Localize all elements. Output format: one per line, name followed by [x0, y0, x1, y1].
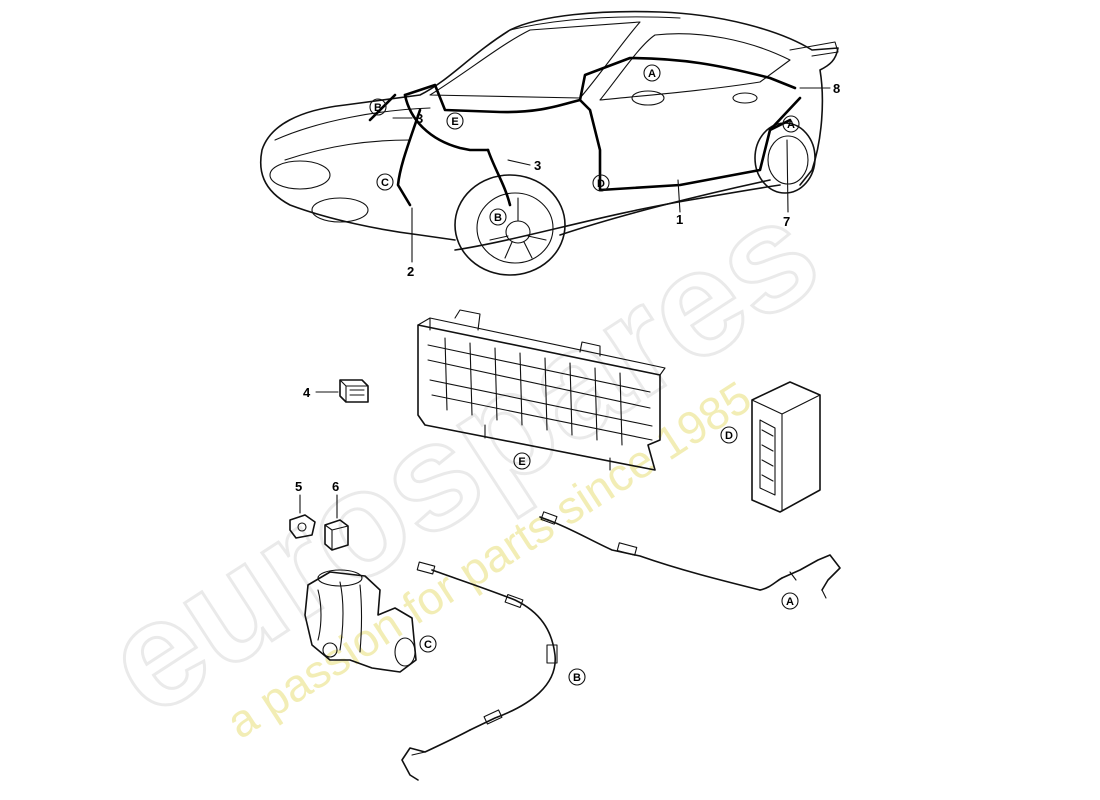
svg-text:A: A	[787, 119, 795, 131]
svg-text:E: E	[451, 116, 458, 128]
callout-circle-A-sensor: A	[781, 592, 799, 610]
callout-6: 6	[332, 479, 339, 494]
svg-text:E: E	[518, 456, 525, 468]
svg-text:C: C	[381, 177, 389, 189]
roof-line	[509, 16, 681, 31]
callout-5: 5	[295, 479, 302, 494]
callout-1: 1	[676, 212, 683, 227]
car-sill	[454, 184, 781, 251]
abs-hydraulic-unit: C	[304, 569, 437, 673]
side-window	[599, 33, 791, 101]
harness-front-wheel	[486, 148, 512, 207]
door-handle	[732, 92, 758, 104]
callout-2: 2	[407, 264, 414, 279]
callout-circle-D-unit: D	[720, 426, 738, 444]
callout-3b: 3	[534, 158, 541, 173]
callout-circle-B-sensor: B	[568, 668, 586, 686]
callout-circle-A-roof: A	[643, 64, 661, 82]
svg-text:B: B	[573, 672, 581, 684]
bracket-part-5: 5	[289, 479, 316, 539]
callout-circle-B-front: B	[369, 98, 387, 116]
headlight-right	[311, 197, 369, 223]
relay-part-6: 6	[324, 479, 349, 551]
callout-circle-E: E	[446, 112, 464, 130]
rear-spoiler	[789, 41, 839, 57]
callout-7: 7	[783, 214, 790, 229]
car-number-callouts: 3 3 2 1 7 8	[392, 81, 840, 279]
svg-text:B: B	[374, 102, 382, 114]
svg-text:C: C	[424, 639, 432, 651]
wiring-harness	[368, 56, 802, 207]
relay-part-4: 4	[303, 379, 369, 403]
svg-text:D: D	[597, 178, 605, 190]
car-illustration	[259, 10, 839, 276]
sensor-cable-A: A	[539, 511, 841, 610]
harness-front-left	[396, 108, 422, 207]
callout-circle-D: D	[592, 174, 610, 192]
callout-circle-E-panel: E	[513, 452, 531, 470]
callout-circle-A-rear: A	[782, 115, 800, 133]
svg-text:A: A	[786, 596, 794, 608]
fuse-relay-panel: E	[417, 309, 666, 471]
watermark: eurospares a passion for parts since 198…	[74, 164, 847, 748]
front-wheel	[454, 174, 566, 276]
callout-circle-C: C	[376, 173, 394, 191]
harness-main	[403, 83, 802, 192]
hood-line	[274, 107, 431, 141]
callout-circle-B-wheel: B	[489, 208, 507, 226]
callout-circle-C-abs: C	[419, 635, 437, 653]
callout-4: 4	[303, 385, 311, 400]
sensor-cable-B: B	[401, 561, 586, 781]
headlight-left	[269, 160, 331, 190]
fuse-panel-grid	[427, 337, 653, 446]
svg-text:D: D	[725, 430, 733, 442]
watermark-brand: eurospares	[76, 165, 846, 746]
hood-line-2	[284, 139, 411, 161]
harness-roof	[578, 56, 797, 102]
callout-3a: 3	[416, 111, 423, 126]
svg-text:A: A	[648, 68, 656, 80]
callout-8: 8	[833, 81, 840, 96]
control-unit: D	[720, 381, 821, 513]
windshield	[429, 21, 641, 99]
mirror	[631, 90, 665, 106]
harness-rear	[768, 118, 792, 132]
harness-front-b	[368, 93, 397, 122]
svg-text:B: B	[494, 212, 502, 224]
harness-left-loop	[403, 93, 490, 152]
car-letter-callouts: A A B E C B D	[369, 64, 800, 226]
